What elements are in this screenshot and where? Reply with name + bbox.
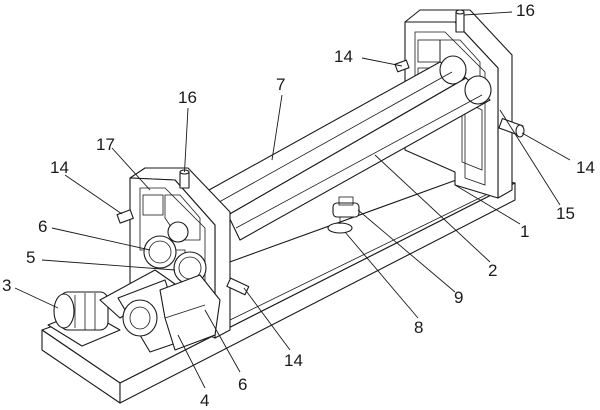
- callout-14-right: 14: [576, 158, 595, 177]
- gears: [143, 235, 207, 285]
- callout-16-left: 16: [178, 88, 197, 107]
- lower-roller: [227, 75, 492, 241]
- callout-17: 17: [96, 135, 115, 154]
- callout-8: 8: [414, 318, 423, 337]
- callout-1: 1: [520, 222, 529, 241]
- callout-16-top: 16: [516, 1, 535, 20]
- callout-14-top: 14: [334, 47, 353, 66]
- callout-15: 15: [556, 204, 575, 223]
- callout-9: 9: [454, 288, 463, 307]
- reducer: [159, 274, 221, 351]
- callout-2: 2: [488, 261, 497, 280]
- callout-4: 4: [200, 391, 209, 410]
- motor: [47, 291, 121, 347]
- callout-7: 7: [276, 75, 285, 94]
- callout-14-bottom: 14: [284, 351, 303, 370]
- callout-6-left: 6: [38, 217, 47, 236]
- callout-5: 5: [26, 248, 35, 267]
- callout-6-bottom: 6: [238, 375, 247, 394]
- leader-lines: [14, 11, 571, 389]
- callout-3: 3: [2, 276, 11, 295]
- support-roller: [327, 196, 360, 234]
- callout-14-left: 14: [50, 158, 69, 177]
